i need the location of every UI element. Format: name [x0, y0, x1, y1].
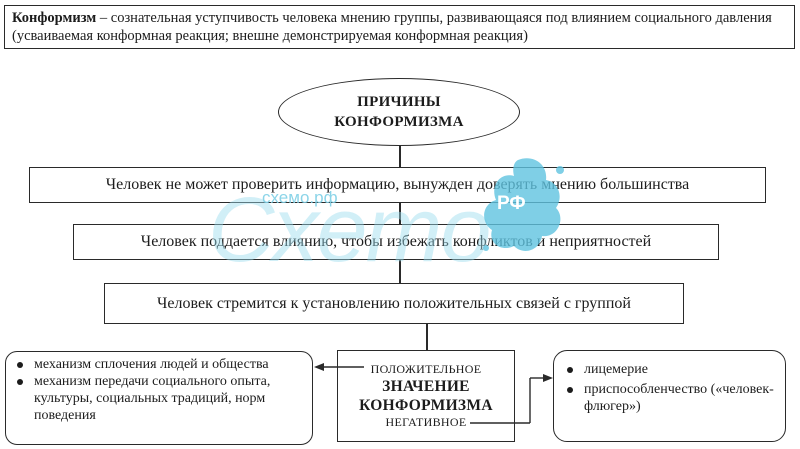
cause-box: Человек стремится к установлению положит… — [104, 283, 684, 324]
list-item-text: приспособленчество («человек-флюгер») — [584, 382, 774, 414]
positive-label: ПОЛОЖИТЕЛЬНОЕ — [370, 362, 482, 376]
causes-title-line1: ПРИЧИНЫ — [357, 94, 441, 110]
bullet-icon — [17, 379, 23, 385]
definition-term: Конформизм — [12, 10, 97, 26]
bullet-icon — [567, 387, 573, 393]
bullet-icon — [567, 367, 573, 373]
list-item: лицемерие — [566, 361, 777, 378]
list-item: приспособленчество («человек-флюгер») — [566, 381, 777, 415]
negative-label: НЕГАТИВНОЕ — [385, 415, 467, 429]
connector-line — [426, 324, 428, 350]
watermark-logo-text: Cxemo — [208, 179, 491, 281]
watermark-site: схемо.рф — [262, 188, 338, 207]
list-item-text: механизм передачи социального опыта, кул… — [34, 374, 271, 423]
significance-box: ПОЛОЖИТЕЛЬНОЕ ЗНАЧЕНИЕ КОНФОРМИЗМА НЕГАТ… — [337, 350, 515, 442]
list-item-text: лицемерие — [584, 362, 648, 377]
significance-title-line2: КОНФОРМИЗМА — [359, 397, 493, 414]
definition-box: Конформизм – сознательная уступчивость ч… — [4, 5, 795, 49]
positive-significance-box: механизм сплочения людей и общества меха… — [5, 351, 313, 445]
connector-line — [399, 260, 401, 283]
list-item: механизм передачи социального опыта, кул… — [16, 373, 304, 424]
watermark-splash-icon — [483, 158, 564, 251]
watermark-rf: РФ — [497, 193, 526, 214]
negative-significance-box: лицемерие приспособленчество («человек-ф… — [553, 350, 786, 442]
list-item-text: механизм сплочения людей и общества — [34, 357, 269, 372]
cause-text: Человек стремится к установлению положит… — [157, 294, 631, 312]
connector-line — [399, 146, 401, 167]
causes-title-line2: КОНФОРМИЗМА — [334, 114, 464, 130]
causes-title-oval: ПРИЧИНЫ КОНФОРМИЗМА — [278, 78, 520, 146]
definition-text: – сознательная уступчивость человека мне… — [12, 10, 772, 44]
bullet-icon — [17, 362, 23, 368]
arrow-head — [543, 374, 553, 382]
positive-list: механизм сплочения людей и общества меха… — [16, 356, 304, 424]
significance-title-line1: ЗНАЧЕНИЕ — [382, 378, 470, 395]
negative-list: лицемерие приспособленчество («человек-ф… — [566, 361, 777, 415]
arrow-head — [314, 363, 324, 371]
list-item: механизм сплочения людей и общества — [16, 356, 304, 373]
connector-line — [399, 203, 401, 224]
